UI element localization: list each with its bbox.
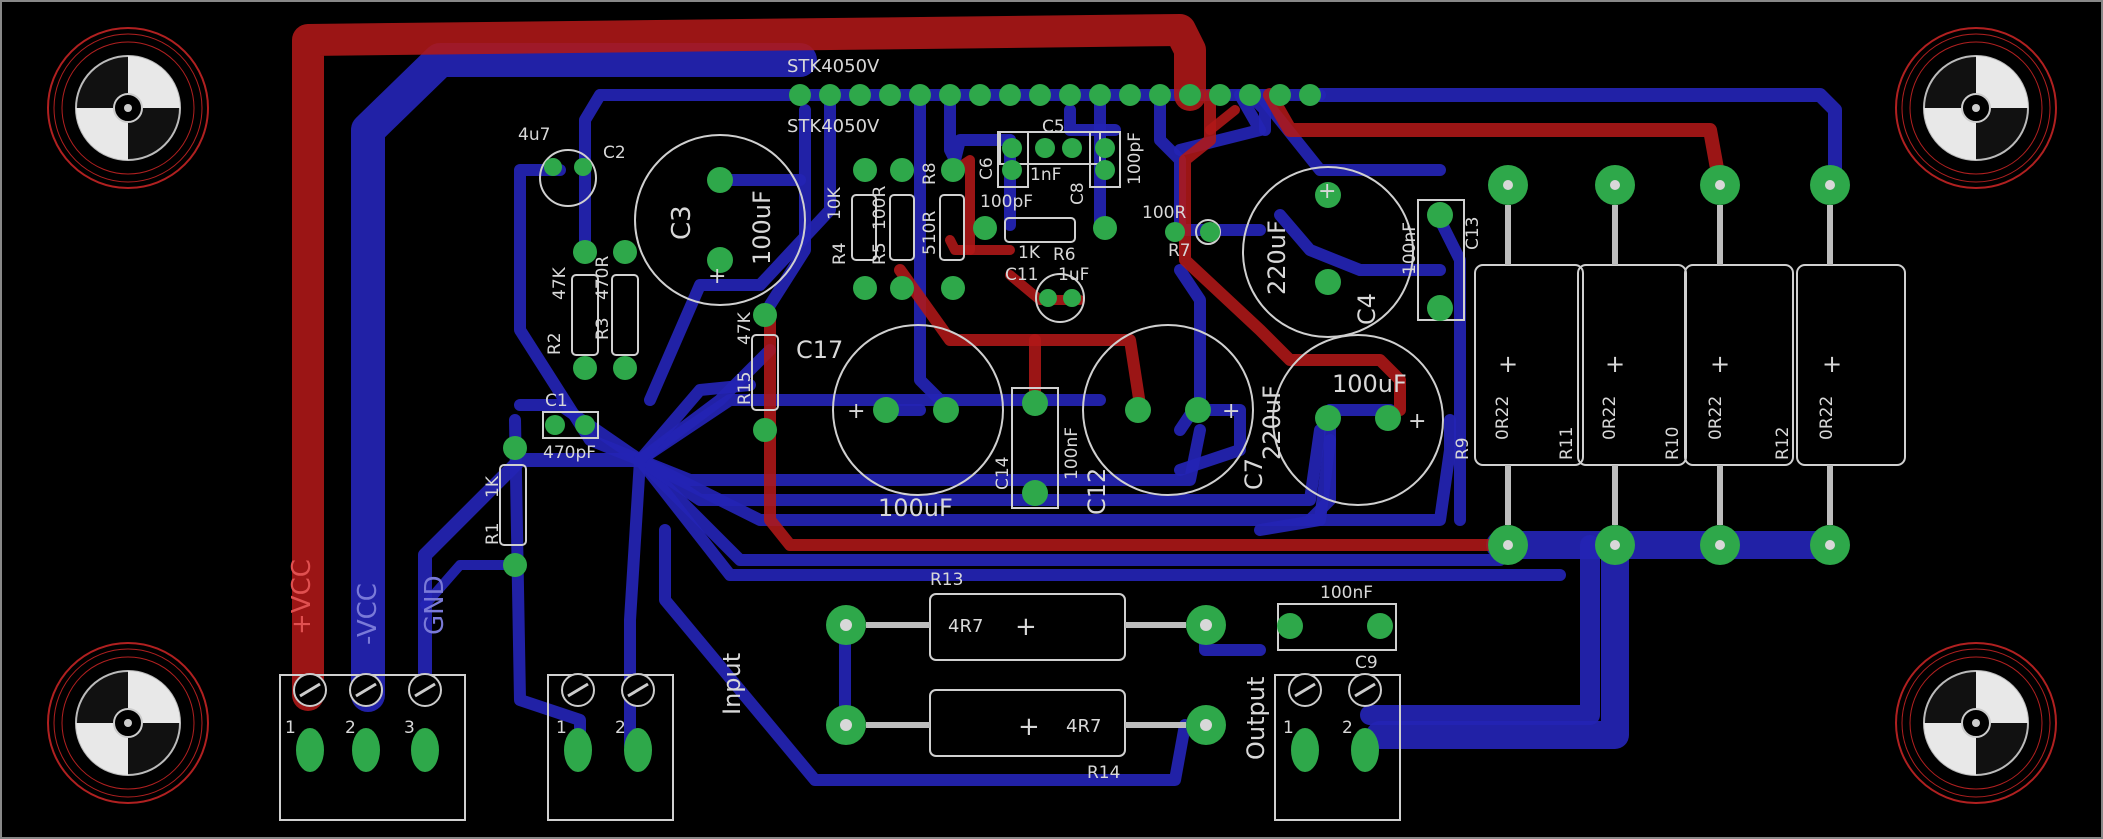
label-r6-value: 1K bbox=[1018, 243, 1041, 263]
pads bbox=[296, 84, 1850, 772]
pad-drills bbox=[840, 180, 1835, 731]
label-c3: C3 bbox=[667, 205, 697, 240]
silkscreen-labels: STK4050V STK4050V 4u7 C2 C3 100uF 10K R4… bbox=[285, 56, 1842, 783]
ic-label-top: STK4050V bbox=[787, 56, 880, 77]
mounting-hole-bottom-right bbox=[1895, 642, 2057, 804]
label-r10-value: 0R22 bbox=[1706, 396, 1726, 440]
label-r9-plus: + bbox=[1498, 350, 1518, 378]
label-c7-value: 100uF bbox=[1332, 370, 1407, 398]
label-r7-value: 100R bbox=[1142, 203, 1186, 223]
c4-plus: + bbox=[1318, 179, 1336, 204]
label-r8: R8 bbox=[920, 162, 940, 185]
c17-plus: + bbox=[847, 399, 865, 424]
label-r14: R14 bbox=[1087, 763, 1120, 783]
label-c1-value: 470pF bbox=[543, 443, 596, 463]
label-r11: R11 bbox=[1557, 427, 1577, 460]
label-c3-value: 100uF bbox=[748, 190, 776, 265]
label-out-pin1: 1 bbox=[1283, 718, 1294, 738]
mounting-hole-top-left bbox=[47, 27, 209, 189]
label-c5-value: 1nF bbox=[1030, 165, 1061, 185]
silk-leads bbox=[866, 205, 1833, 728]
label-r12-plus: + bbox=[1822, 350, 1842, 378]
label-r2: R2 bbox=[545, 332, 565, 355]
label-c11: C11 bbox=[1005, 265, 1039, 285]
label-r14-value: 4R7 bbox=[1066, 716, 1101, 737]
label-r6: R6 bbox=[1053, 245, 1076, 265]
label-r12-value: 0R22 bbox=[1817, 396, 1837, 440]
label-c14: C14 bbox=[993, 456, 1013, 490]
polarity-markers: + + + + + bbox=[708, 179, 1426, 434]
label-c6-value: 100pF bbox=[980, 192, 1033, 212]
label-r15: R15 bbox=[735, 372, 755, 405]
label-r4: R4 bbox=[830, 242, 850, 265]
mounting-holes bbox=[47, 27, 2057, 804]
label-c13: C13 bbox=[1463, 216, 1483, 250]
label-c2: C2 bbox=[603, 143, 626, 163]
label-r4-value: 10K bbox=[825, 186, 845, 220]
label-input: Input bbox=[718, 653, 746, 715]
mounting-hole-bottom-left bbox=[47, 642, 209, 804]
label-gnd: GND bbox=[420, 575, 450, 635]
label-r14-plus: + bbox=[1018, 712, 1040, 742]
label-c1: C1 bbox=[545, 391, 568, 411]
label-c8: C8 bbox=[1068, 182, 1088, 205]
label-r12: R12 bbox=[1773, 427, 1793, 460]
label-pwr-pin1: 1 bbox=[285, 718, 296, 738]
label-r7: R7 bbox=[1168, 241, 1191, 261]
label-r13-plus: + bbox=[1015, 612, 1037, 642]
label-r9-value: 0R22 bbox=[1493, 396, 1513, 440]
label-c4-value: 220uF bbox=[1263, 220, 1291, 295]
label-r11-value: 0R22 bbox=[1600, 396, 1620, 440]
label-c5: C5 bbox=[1042, 117, 1065, 137]
label-c4: C4 bbox=[1353, 293, 1381, 325]
label-c12-value: 220uF bbox=[1258, 385, 1286, 460]
label-c17-value: 100uF bbox=[878, 494, 953, 522]
label-r3-value: 470R bbox=[593, 256, 613, 300]
label-r15-value: 47K bbox=[735, 311, 755, 345]
ic-pins bbox=[789, 84, 1321, 106]
terminal-screws bbox=[293, 673, 1382, 707]
mounting-hole-top-right bbox=[1895, 27, 2057, 189]
label-r1: R1 bbox=[483, 522, 503, 545]
label-c12: C12 bbox=[1083, 468, 1111, 515]
label-vcc-neg: -VCC bbox=[353, 583, 383, 645]
label-c9: C9 bbox=[1355, 653, 1378, 673]
label-pwr-pin2: 2 bbox=[345, 718, 356, 738]
label-pwr-pin3: 3 bbox=[404, 718, 415, 738]
c12-plus: + bbox=[1222, 399, 1240, 424]
label-c7: C7 bbox=[1240, 458, 1268, 490]
label-r13: R13 bbox=[930, 570, 963, 590]
label-out-pin2: 2 bbox=[1342, 718, 1353, 738]
label-r10-plus: + bbox=[1710, 350, 1730, 378]
label-c9-value: 100nF bbox=[1320, 583, 1373, 603]
label-r2-value: 47K bbox=[550, 266, 570, 300]
label-r9: R9 bbox=[1453, 437, 1473, 460]
label-in-pin1: 1 bbox=[556, 718, 567, 738]
label-output: Output bbox=[1242, 677, 1270, 760]
label-c13-value: 100nF bbox=[1400, 222, 1420, 275]
label-r11-plus: + bbox=[1605, 350, 1625, 378]
label-c2-value: 4u7 bbox=[518, 125, 550, 145]
label-c14-value: 100nF bbox=[1062, 427, 1082, 480]
label-r1-value: 1K bbox=[483, 475, 503, 498]
c3-plus: + bbox=[708, 264, 726, 289]
label-r5: R5 bbox=[870, 242, 890, 265]
label-r8-value: 510R bbox=[920, 211, 940, 255]
ic-label-bottom: STK4050V bbox=[787, 116, 880, 137]
label-c11-value: 1uF bbox=[1058, 265, 1089, 285]
label-c17: C17 bbox=[796, 336, 843, 364]
c7-plus: + bbox=[1408, 409, 1426, 434]
label-vcc-pos: +VCC bbox=[287, 559, 317, 635]
label-r3: R3 bbox=[593, 317, 613, 340]
label-in-pin2: 2 bbox=[615, 718, 626, 738]
label-r13-value: 4R7 bbox=[948, 616, 983, 637]
label-c6: C6 bbox=[977, 157, 997, 180]
label-c8-value: 100pF bbox=[1125, 132, 1145, 185]
label-r10: R10 bbox=[1663, 427, 1683, 460]
label-r5-value: 100R bbox=[870, 186, 890, 230]
